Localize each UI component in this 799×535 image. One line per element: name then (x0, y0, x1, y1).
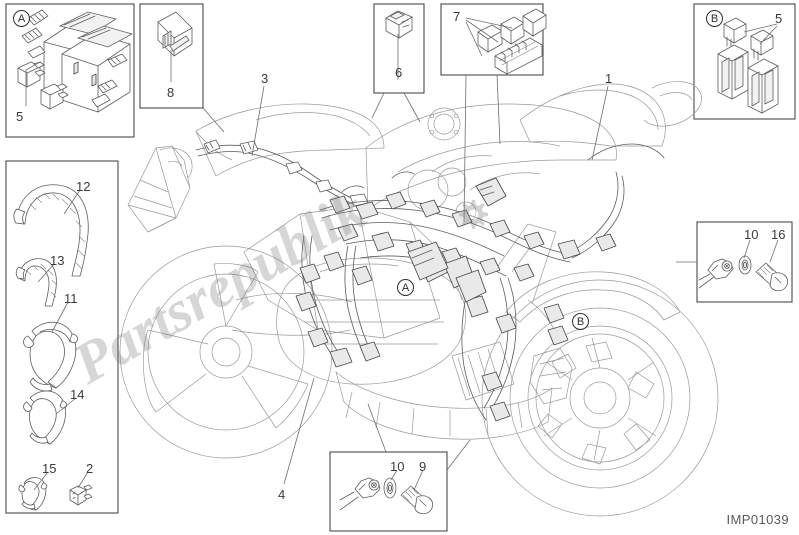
callout-16: 16 (771, 227, 786, 242)
panel-7-contents (477, 8, 547, 75)
callout-10-bottom: 10 (390, 459, 405, 474)
sheet-code-label: IMP01039 (726, 512, 789, 527)
panel-b-contents (717, 17, 779, 114)
callout-1: 1 (605, 71, 613, 86)
callout-2: 2 (86, 461, 94, 476)
callout-12: 12 (76, 179, 91, 194)
callout-13: 13 (50, 253, 65, 268)
callout-4: 4 (278, 487, 286, 502)
reference-marker-b-bike: B (572, 313, 589, 330)
callout-7: 7 (453, 9, 461, 24)
motorcycle-body-outline (119, 81, 719, 517)
callout-leader-lines (25, 17, 779, 491)
panel-a-contents (17, 9, 134, 113)
callout-5-panel-b: 5 (775, 11, 783, 26)
callout-8: 8 (167, 85, 175, 100)
callout-15: 15 (42, 461, 57, 476)
wiring-harness (195, 139, 665, 422)
panel-8-contents (157, 11, 193, 57)
callout-9: 9 (419, 459, 427, 474)
panel-clamps-contents (13, 184, 93, 511)
callout-11: 11 (64, 291, 78, 306)
callout-10-right: 10 (744, 227, 759, 242)
panel-borders (5, 3, 796, 532)
reference-marker-a-bike: A (397, 279, 414, 296)
callout-6: 6 (395, 65, 403, 80)
panel-ground-right-contents (698, 255, 789, 292)
reference-marker-b-panel: B (706, 10, 723, 27)
callout-5-panel-a: 5 (16, 109, 24, 124)
panel-ground-bottom-contents (339, 477, 434, 515)
callout-14: 14 (70, 387, 85, 402)
reference-marker-a-panel: A (13, 10, 30, 27)
panel-6-contents (385, 10, 413, 39)
callout-3: 3 (261, 71, 269, 86)
